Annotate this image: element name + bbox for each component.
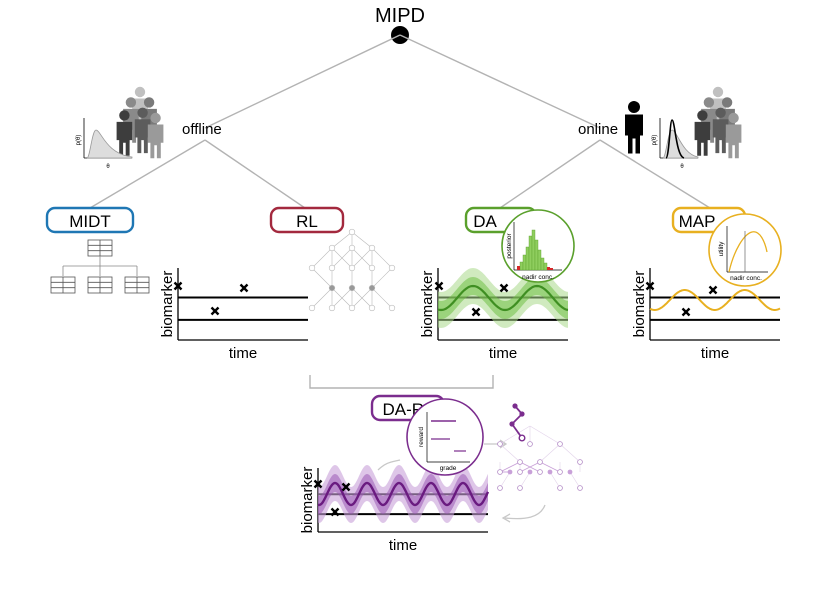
da-inset-xlabel: nadir conc. [522, 274, 554, 281]
rl-biomarker-plot: biomarker time [159, 268, 308, 362]
tree-lines [89, 34, 711, 389]
da-biomarker-plot: biomarker time [419, 268, 569, 362]
darl-neural-network [497, 403, 583, 491]
observation-marker [434, 281, 444, 291]
population-icon [116, 86, 164, 159]
x-axis-label: time [389, 537, 417, 554]
online-label: online [578, 121, 618, 138]
da-inset-ylabel: posterior [506, 233, 513, 259]
posterior-xlabel: θ [680, 164, 684, 170]
y-axis-label: biomarker [159, 271, 176, 338]
rl-neural-network [308, 228, 396, 312]
x-axis-label: time [489, 345, 517, 362]
x-axis-label: time [229, 345, 257, 362]
map-biomarker-plot: biomarker time [631, 268, 781, 362]
y-axis-label: biomarker [419, 271, 436, 338]
midt-label: MIDT [69, 212, 111, 231]
method-box-midt: MIDT [45, 206, 135, 234]
darl-inset-xlabel: grade [440, 465, 457, 472]
darl-reward-inset: reward grade [406, 398, 484, 476]
biomarker-curve [317, 481, 490, 507]
online-population-icon [694, 86, 742, 159]
map-inset-ylabel: utility [718, 241, 725, 257]
darl-biomarker-plot: biomarker time [299, 465, 490, 554]
x-axis-label: time [701, 345, 729, 362]
root-title: MIPD [375, 5, 425, 27]
biomarker-curve [437, 284, 569, 312]
da-posterior-inset: posterior nadir conc. [501, 209, 575, 283]
observation-marker [471, 307, 481, 317]
midt-table-tree [50, 239, 150, 294]
prior-ylabel: p(θ) [76, 135, 82, 146]
map-label: MAP [679, 212, 716, 231]
prior-xlabel: θ [106, 164, 110, 170]
method-box-rl: RL [269, 206, 345, 234]
prior-distribution-plot: p(θ) θ [76, 118, 133, 170]
feedback-arrow-inset [377, 459, 401, 471]
observation-marker [499, 283, 509, 293]
uncertainty-band-1 [438, 277, 568, 319]
observation-marker [239, 283, 249, 293]
map-inset-xlabel: nadir conc. [730, 275, 762, 282]
y-axis-label: biomarker [631, 271, 648, 338]
posterior-distribution-plot: p(θ) θ [652, 118, 699, 170]
feedback-arrow-bottom [501, 504, 546, 523]
individual-patient-icon [625, 101, 643, 154]
observation-marker [708, 285, 718, 295]
observation-marker [681, 307, 691, 317]
y-axis-label: biomarker [299, 467, 316, 534]
da-label: DA [473, 212, 497, 231]
rl-label: RL [296, 212, 318, 231]
biomarker-curve [649, 289, 781, 311]
posterior-ylabel: p(θ) [652, 135, 658, 146]
map-utility-inset: utility nadir conc. [708, 213, 782, 287]
darl-inset-ylabel: reward [418, 427, 425, 447]
offline-label: offline [182, 121, 222, 138]
observation-marker [210, 306, 220, 316]
